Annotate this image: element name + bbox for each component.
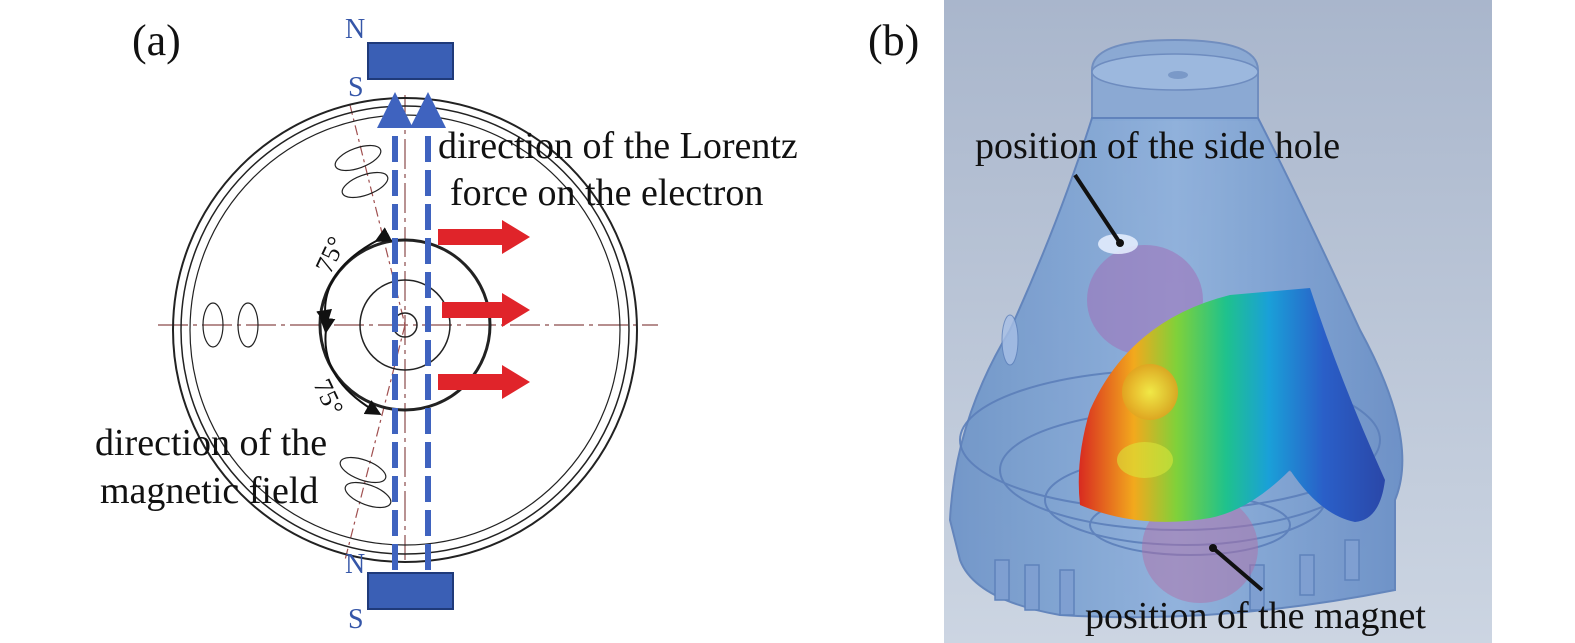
pole-bottom-s: S — [348, 604, 364, 635]
field-label-line2: magnetic field — [100, 470, 318, 512]
lorentz-arrow-bottom — [438, 365, 530, 399]
lorentz-arrow-top — [438, 220, 530, 254]
field-hotspot — [1122, 364, 1178, 420]
side-hole-dot — [1116, 239, 1124, 247]
angle-arc-bottom — [319, 317, 382, 415]
field-label-line1: direction of the — [95, 422, 327, 464]
lorentz-label-line1: direction of the Lorentz — [438, 125, 798, 167]
panel-b-label: (b) — [868, 16, 919, 65]
field-hotspot-lower — [1117, 442, 1173, 478]
panel-a-label: (a) — [132, 16, 181, 65]
tilted-line-top — [349, 104, 406, 326]
lorentz-arrow-middle — [442, 293, 530, 327]
side-holes — [202, 144, 392, 509]
lorentz-label-line2: force on the electron — [450, 172, 763, 214]
pole-top-n: N — [345, 14, 365, 45]
left-port — [1001, 314, 1019, 366]
magnet-leader — [1211, 546, 1264, 592]
side-hole-label: position of the side hole — [975, 125, 1340, 167]
magnet-top — [367, 42, 454, 80]
side-hole-leader — [1073, 173, 1122, 245]
top-vent — [1168, 71, 1188, 79]
magnet-bottom — [367, 572, 454, 610]
angle-label-top: 75° — [310, 232, 352, 277]
angle-arc-top — [316, 227, 393, 326]
tilted-line-bottom — [344, 324, 406, 561]
panel-a: (a) N S N S — [95, 14, 798, 635]
pole-bottom-n: N — [345, 549, 365, 580]
lorentz-arrows — [438, 220, 530, 399]
panel-b: (b) — [868, 0, 1492, 643]
pole-top-s: S — [348, 72, 364, 103]
magnet-label: position of the magnet — [1085, 595, 1426, 637]
magnet-dot — [1209, 544, 1217, 552]
